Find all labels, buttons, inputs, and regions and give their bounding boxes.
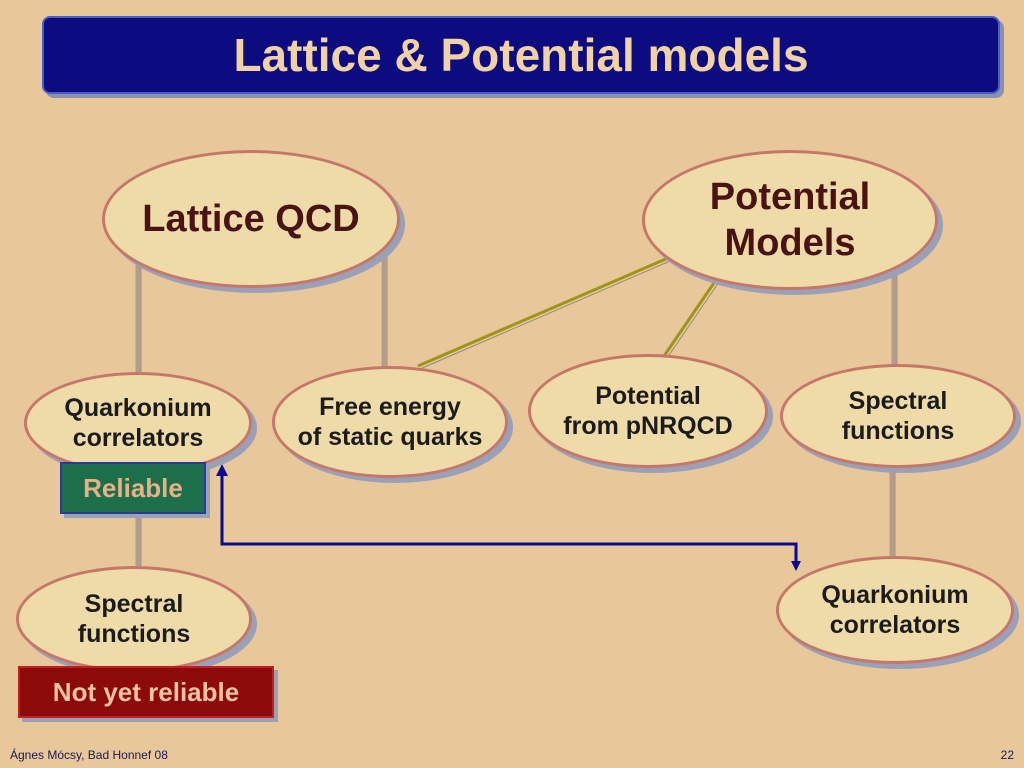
footer-page-number: 22 — [1000, 748, 1014, 762]
badge-reliable-label: Reliable — [83, 472, 183, 503]
node-potential-models-line-1: Potential — [709, 175, 871, 218]
node-spectral-functions-right-line-1: Spectral — [848, 386, 948, 415]
connector-pnrqcd-to-potential — [662, 279, 718, 357]
connector-potential-to-free-energy — [417, 256, 669, 368]
node-spectral-functions-right-line-2: functions — [841, 417, 955, 445]
node-free-energy: Free energy of static quarks — [272, 366, 508, 478]
node-quarkonium-correlators-right: Quarkonium correlators — [776, 556, 1014, 664]
node-spectral-functions-left-line-2: functions — [77, 620, 191, 648]
title-bar: Lattice & Potential models — [42, 16, 1000, 94]
comparison-arrow-start-head — [216, 464, 228, 476]
node-free-energy-line-1: Free energy — [319, 392, 461, 421]
footer-author: Ágnes Mócsy, Bad Honnef 08 — [10, 748, 168, 762]
node-potential-pnrqcd-line-1: Potential — [595, 381, 701, 410]
node-quarkonium-correlators-left-line-2: correlators — [72, 424, 204, 452]
comparison-arrow — [220, 472, 801, 571]
node-quarkonium-correlators-left: Quarkonium correlators — [24, 372, 252, 474]
node-potential-pnrqcd-line-2: from pNRQCD — [563, 412, 733, 440]
node-potential-pnrqcd: Potential from pNRQCD — [528, 354, 768, 468]
node-lattice-qcd-label: Lattice QCD — [142, 197, 360, 240]
node-spectral-functions-left: Spectral functions — [16, 566, 252, 672]
node-quarkonium-correlators-right-line-2: correlators — [829, 611, 961, 639]
node-spectral-functions-left-line-1: Spectral — [84, 589, 184, 618]
slide-title: Lattice & Potential models — [233, 29, 809, 81]
node-lattice-qcd: Lattice QCD — [102, 150, 400, 288]
badge-not-yet-reliable: Not yet reliable — [18, 666, 274, 718]
node-free-energy-line-2: of static quarks — [297, 423, 483, 451]
node-potential-models-line-2: Models — [724, 222, 856, 264]
badge-not-yet-reliable-label: Not yet reliable — [52, 676, 240, 707]
node-potential-models: Potential Models — [642, 150, 938, 290]
node-spectral-functions-right: Spectral functions — [780, 364, 1016, 468]
node-quarkonium-correlators-right-line-1: Quarkonium — [821, 580, 969, 609]
node-quarkonium-correlators-left-line-1: Quarkonium — [64, 393, 212, 422]
badge-reliable: Reliable — [60, 462, 206, 514]
